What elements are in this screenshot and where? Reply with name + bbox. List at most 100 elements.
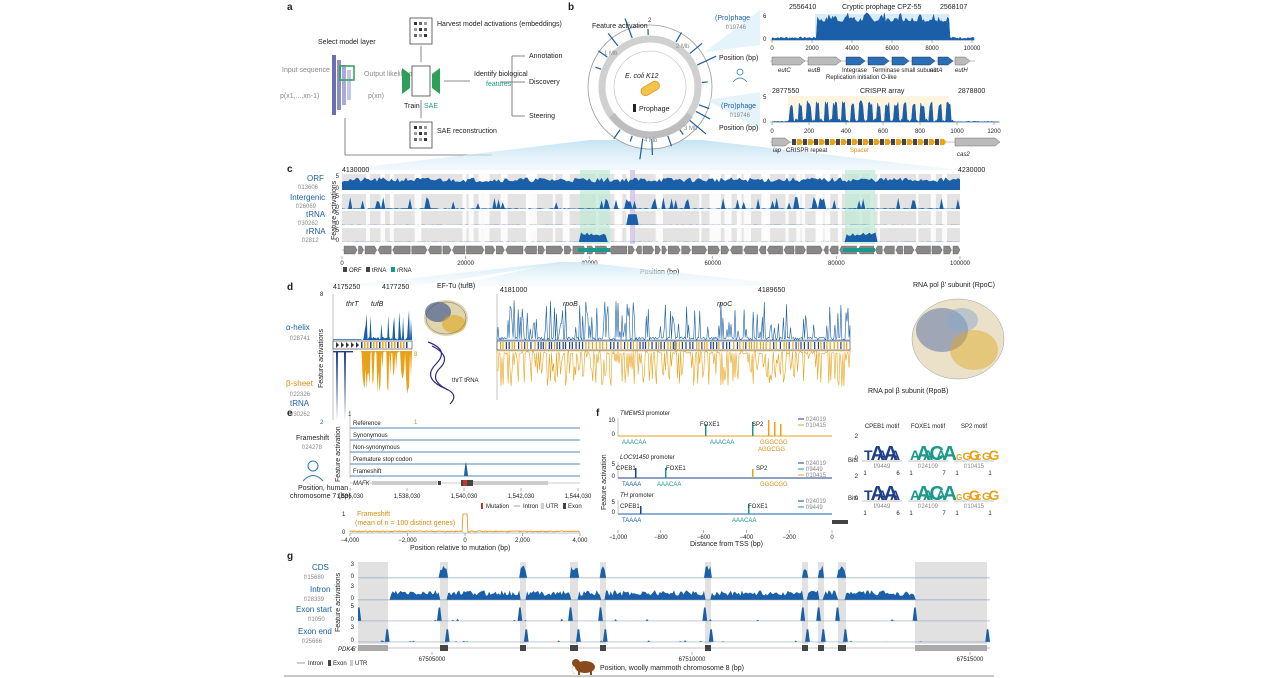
c-gene-block [358, 245, 364, 255]
crispr-spacer-block [808, 139, 814, 145]
c-ymax: 5 [336, 211, 340, 217]
d-trna-id: f/30262 [290, 412, 311, 418]
f-logo-letter: A [910, 447, 920, 463]
g-track-exonstart-name: Exon start [296, 605, 333, 614]
identify-label: Identify biological [474, 71, 528, 78]
b-top-ymin: 0 [763, 37, 767, 43]
d-mid-ss-block [733, 342, 735, 349]
c-track-trna-id: f/30262 [298, 221, 319, 227]
f-feature-id: f/24019 [806, 417, 827, 423]
b-top-signal [771, 12, 975, 41]
f-logo-letter: C [976, 453, 982, 462]
c-gap [414, 174, 422, 242]
d-mid-ss-block [564, 342, 567, 349]
d-left-ss-block [394, 342, 396, 348]
crispr-repeat-block [847, 139, 851, 145]
c-intergenic-signal [342, 197, 960, 209]
f-logo-title: FOXE1 motif [911, 424, 946, 430]
d-mid-ss-block [660, 342, 662, 349]
c-gene-block [524, 245, 537, 255]
sae-recon-matrix-icon [409, 121, 433, 149]
c-gene-block [364, 245, 377, 255]
d-left-arrow [356, 342, 359, 348]
feature-activation-label: Feature activation [592, 23, 648, 30]
b-bottom-tick-label: 0 [770, 129, 774, 135]
b-top-ymax: 6 [763, 14, 767, 20]
c-gene-block [496, 245, 505, 255]
d-mid-ss-block [759, 342, 762, 349]
ring-spike [696, 55, 717, 66]
panel-label-f: f [596, 408, 600, 419]
e-gtick-label: 1,544,030 [565, 494, 592, 500]
d-mid-ss-block [823, 342, 825, 349]
panel-a-arrows [344, 46, 525, 156]
c-end: 4230000 [958, 167, 985, 174]
c-gap [761, 174, 768, 242]
sae-icon [402, 65, 440, 97]
d-left-gene-bar [332, 340, 413, 350]
d-mid-ss-block [739, 342, 741, 349]
e-row-label: Non-synonymous [353, 445, 400, 451]
b-bottom-tick-label: 400 [841, 129, 852, 135]
d-mid-ss-block [530, 342, 532, 349]
f-logo-letter: G [963, 451, 972, 463]
b-bottom-tick-label: 800 [915, 129, 926, 135]
c-gene-block [943, 245, 952, 255]
d-left-trna-signal [333, 351, 353, 421]
b-top-tick-label: 0 [770, 46, 774, 52]
d-mid-ss-block [585, 342, 587, 349]
c-tick-label: 100000 [950, 261, 971, 267]
f-logo-letter: A [884, 443, 898, 465]
d-mid-ss-block [678, 342, 680, 349]
d-left-ss-block [370, 342, 372, 348]
d-mid-ss-block [829, 342, 831, 349]
d-mid-ss-block [630, 342, 632, 349]
g-row-ymin: 0 [351, 596, 355, 602]
ring-spike [651, 138, 653, 155]
ring-spike [698, 104, 710, 110]
ring-spike [701, 81, 708, 84]
d-mid-ss-block [559, 342, 561, 349]
crispr-repeat-block [836, 139, 840, 145]
g-gene-pdk4: PDK4 [338, 647, 354, 653]
harvest-label: Harvest model activations (embeddings) [437, 21, 562, 28]
f-logo-id: f/24109 [918, 504, 939, 510]
f-tick-label: −400 [740, 535, 754, 541]
e-mean-signal [349, 513, 581, 533]
g-row-ymax: 3 [351, 562, 355, 568]
e-gene-track [350, 480, 580, 486]
f-peak [752, 469, 754, 478]
e-mean-ymin: 0 [342, 530, 346, 536]
f-logo-title: SP2 motif [961, 424, 987, 430]
f-promoter-suffix: promoter [628, 493, 654, 499]
e-row-label: Synonymous [353, 433, 388, 439]
c-gene-block [392, 245, 411, 255]
g-exon-shade [358, 562, 388, 644]
panel-label-c: c [287, 164, 293, 175]
d-mid-ss-block [788, 342, 790, 349]
f-row-ymax: 10 [608, 418, 615, 424]
e-legend-mutation: Mutation [486, 504, 509, 510]
e-person-label-2: chromosome 7 (bp) [290, 493, 351, 500]
f-logo-letter: A [917, 443, 931, 465]
d-mid-ss-block [599, 342, 601, 349]
e-gtick-label: 1,540,030 [451, 494, 478, 500]
d-mid-ss-block [511, 342, 513, 349]
d-mid-ss-block [779, 342, 781, 349]
f-peak [780, 424, 782, 436]
f-peak [640, 506, 642, 514]
f-promoter-title: LOC91450 promoter [620, 455, 675, 461]
c-gene-block [708, 245, 720, 255]
crispr-spacer-block [929, 139, 935, 145]
d-mid-ss-block [736, 342, 739, 349]
c-gap [877, 174, 880, 242]
select-layer-label: Select model layer [318, 39, 376, 46]
d-left-arrow [341, 342, 344, 348]
d-mid-ss-block [617, 342, 619, 349]
ef-tu-structure [424, 300, 468, 336]
c-gene-block [655, 245, 661, 255]
e-tick-label: 2,000 [515, 538, 531, 544]
f-logo-letter: A [923, 487, 933, 503]
mammoth-icon [571, 659, 595, 675]
panel-c: c 4130000 4230000 Feature activations 50… [287, 164, 985, 286]
